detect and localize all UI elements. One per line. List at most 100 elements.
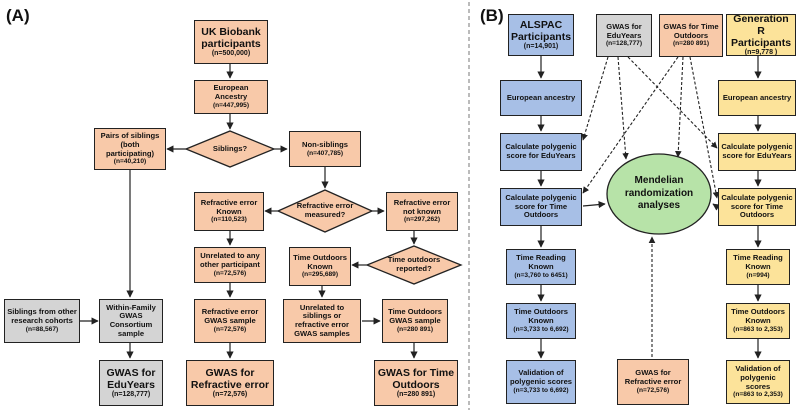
re-notknown-title: Refractive error not known (393, 197, 451, 216)
tr-alspac-count: (n=3,760 to 6451) (514, 271, 568, 279)
gwas-time-outdoors-a-box: GWAS for Time Outdoors (n=280 891) (374, 360, 458, 406)
tr-alspac-title: Time Reading Known (516, 253, 566, 272)
refractive-error-not-known-box: Refractive error not known (n=297,262) (386, 192, 458, 231)
european-ancestry-count: (n=447,995) (212, 101, 250, 109)
gwas-re-a-count: (n=72,576) (212, 391, 248, 399)
generation-r-participants-box: Generation R Participants (n=9,778 ) (726, 12, 796, 57)
european-ancestry-box: European Ancestry (n=447,995) (194, 80, 268, 114)
genr-count: (n=9,778 ) (744, 49, 778, 57)
ukb-title: UK Biobank participants (201, 25, 261, 50)
re-known-count: (n=110,523) (211, 216, 247, 224)
dashed-to-to-pgsto-genr (689, 56, 720, 199)
to-alspac-title: Time Outdoors Known (514, 307, 568, 326)
alspac-participants-box: ALSPAC Participants (n=14,901) (508, 14, 574, 56)
ukb-count: (n=500,000) (211, 50, 251, 58)
time-outdoors-genr-box: Time Outdoors Known (n=863 to 2,353) (726, 303, 790, 339)
to-alspac-count: (n=3,733 to 6,692) (513, 325, 569, 333)
gwas-to-a-count: (n=280 891) (396, 391, 436, 399)
to-gwas-sample-title: Time Outdoors GWAS sample (388, 307, 442, 326)
siblings-decision-label: Siblings? (196, 141, 264, 157)
arrow-pgsto-mr-alspac (582, 201, 606, 209)
cohorts-title: Siblings from other research cohorts (7, 307, 77, 326)
gwas-to-a-title: GWAS for Time Outdoors (377, 366, 455, 391)
val-alspac-title: Validation of polygenic scores (509, 368, 573, 387)
gwas-edu-a-count: (n=128,777) (111, 391, 151, 399)
time-outdoors-reported-label: Time outdoors reported? (382, 255, 446, 275)
ukb-participants-box: UK Biobank participants (n=500,000) (194, 20, 268, 64)
gwas-edu-a-title: GWAS for EduYears (106, 366, 156, 391)
pgs-to-alspac-title: Calculate polygenic score for Time Outdo… (505, 192, 577, 220)
pgs-time-outdoors-genr-box: Calculate polygenic score for Time Outdo… (718, 188, 796, 226)
nonsib-title: Non-siblings (302, 139, 348, 149)
alspac-count: (n=14,901) (523, 43, 559, 51)
cohorts-count: (n=88,567) (25, 325, 59, 333)
validation-alspac-box: Validation of polygenic scores (n=3,733 … (506, 360, 576, 404)
panel-a-label: (A) (6, 6, 30, 25)
dashed-edu-to-mr (617, 56, 629, 160)
siblings-decision-diamond (184, 130, 276, 168)
re-gwas-sample-title: Refractive error GWAS sample (201, 307, 259, 326)
val-alspac-count: (n=3,733 to 6,692) (513, 386, 569, 394)
dashed-edu-to-pgsedu-alspac (581, 56, 609, 141)
tr-genr-count: (n=994) (746, 271, 770, 279)
european-ancestry-alspac-box: European ancestry (500, 80, 582, 116)
pairs-count: (n=40,210) (113, 158, 147, 166)
siblings-decision-text: Siblings? (212, 143, 248, 153)
tr-genr-title: Time Reading Known (733, 253, 783, 272)
alspac-title: ALSPAC Participants (510, 18, 572, 43)
siblings-other-cohorts-box: Siblings from other research cohorts (n=… (4, 299, 80, 343)
refractive-error-known-box: Refractive error Known (n=110,523) (194, 192, 264, 231)
pgs-edu-genr-title: Calculate polygenic score for EduYears (721, 142, 793, 160)
re-gwas-sample-count: (n=72,576) (213, 325, 247, 333)
time-outdoors-reported-text: Time outdoors reported? (387, 255, 441, 273)
eur-alspac-title: European ancestry (506, 92, 576, 102)
validation-genr-box: Validation of polygenic scores (n=863 to… (726, 360, 790, 404)
gwas-re-a-title: GWAS for Refractive error (190, 366, 270, 391)
time-outdoors-reported-decision-diamond (365, 245, 463, 285)
refractive-error-gwas-sample-box: Refractive error GWAS sample (n=72,576) (194, 299, 266, 343)
gwas-eduyears-a-box: GWAS for EduYears (n=128,777) (99, 360, 163, 406)
refractive-measured-text: Refractive error measured? (296, 201, 354, 219)
val-genr-count: (n=863 to 2,353) (733, 391, 783, 399)
mendelian-randomization-circle (606, 153, 712, 235)
pgs-eduyears-alspac-box: Calculate polygenic score for EduYears (500, 133, 582, 171)
gwas-to-b-title: GWAS for Time Outdoors (663, 21, 719, 40)
unrelated-participant-box: Unrelated to any other participant (n=72… (194, 247, 266, 283)
unrelated-title: Unrelated to any other participant (200, 251, 260, 270)
to-genr-title: Time Outdoors Known (731, 307, 785, 326)
nonsib-count: (n=407,785) (306, 149, 344, 157)
gwas-time-outdoors-b-box: GWAS for Time Outdoors (n=280 891) (659, 14, 723, 57)
refractive-measured-decision-diamond (276, 189, 374, 233)
re-known-title: Refractive error Known (200, 197, 258, 216)
within-family-consortium-box: Within-Family GWAS Consortium sample (99, 299, 163, 343)
dashed-to-to-pgsto-alspac (582, 56, 679, 194)
to-known-a-count: (n=295,689) (301, 271, 339, 279)
pgs-time-outdoors-alspac-box: Calculate polygenic score for Time Outdo… (500, 188, 582, 226)
time-reading-alspac-box: Time Reading Known (n=3,760 to 6451) (506, 249, 576, 285)
re-notknown-count: (n=297,262) (403, 216, 441, 224)
gwas-to-b-count: (n=280 891) (672, 40, 710, 48)
refractive-measured-label: Refractive error measured? (290, 200, 360, 222)
pgs-edu-alspac-title: Calculate polygenic score for EduYears (505, 142, 577, 160)
pairs-title: Pairs of siblings (both participating) (100, 131, 160, 158)
to-known-a-title: Time Outdoors Known (293, 252, 347, 271)
time-reading-genr-box: Time Reading Known (n=994) (726, 249, 790, 285)
gwas-re-b-title: GWAS for Refractive error (624, 368, 682, 387)
eur-genr-title: European ancestry (722, 92, 792, 102)
time-outdoors-known-box: Time Outdoors Known (n=295,689) (289, 247, 351, 286)
unrelated-sib-title: Unrelated to siblings or refractive erro… (294, 302, 350, 338)
genr-title: Generation R Participants (730, 12, 792, 50)
within-family-title: Within-Family GWAS Consortium sample (106, 302, 156, 338)
gwas-refractive-error-b-box: GWAS for Refractive error (n=72,576) (617, 359, 689, 405)
val-genr-title: Validation of polygenic scores (735, 364, 781, 391)
dashed-to-to-mr (675, 56, 684, 158)
time-outdoors-gwas-sample-box: Time Outdoors GWAS sample (n=280 891) (382, 299, 448, 343)
gwas-eduyears-b-box: GWAS for EduYears (n=128,777) (596, 14, 652, 57)
unrelated-count: (n=72,576) (213, 269, 247, 277)
european-ancestry-title: European Ancestry (213, 83, 249, 102)
dashed-edu-to-pgsedu-genr (627, 56, 718, 149)
arrow-pgsto-mr-genr (712, 203, 721, 211)
gwas-refractive-error-a-box: GWAS for Refractive error (n=72,576) (186, 360, 274, 406)
to-genr-count: (n=863 to 2,353) (733, 325, 783, 333)
